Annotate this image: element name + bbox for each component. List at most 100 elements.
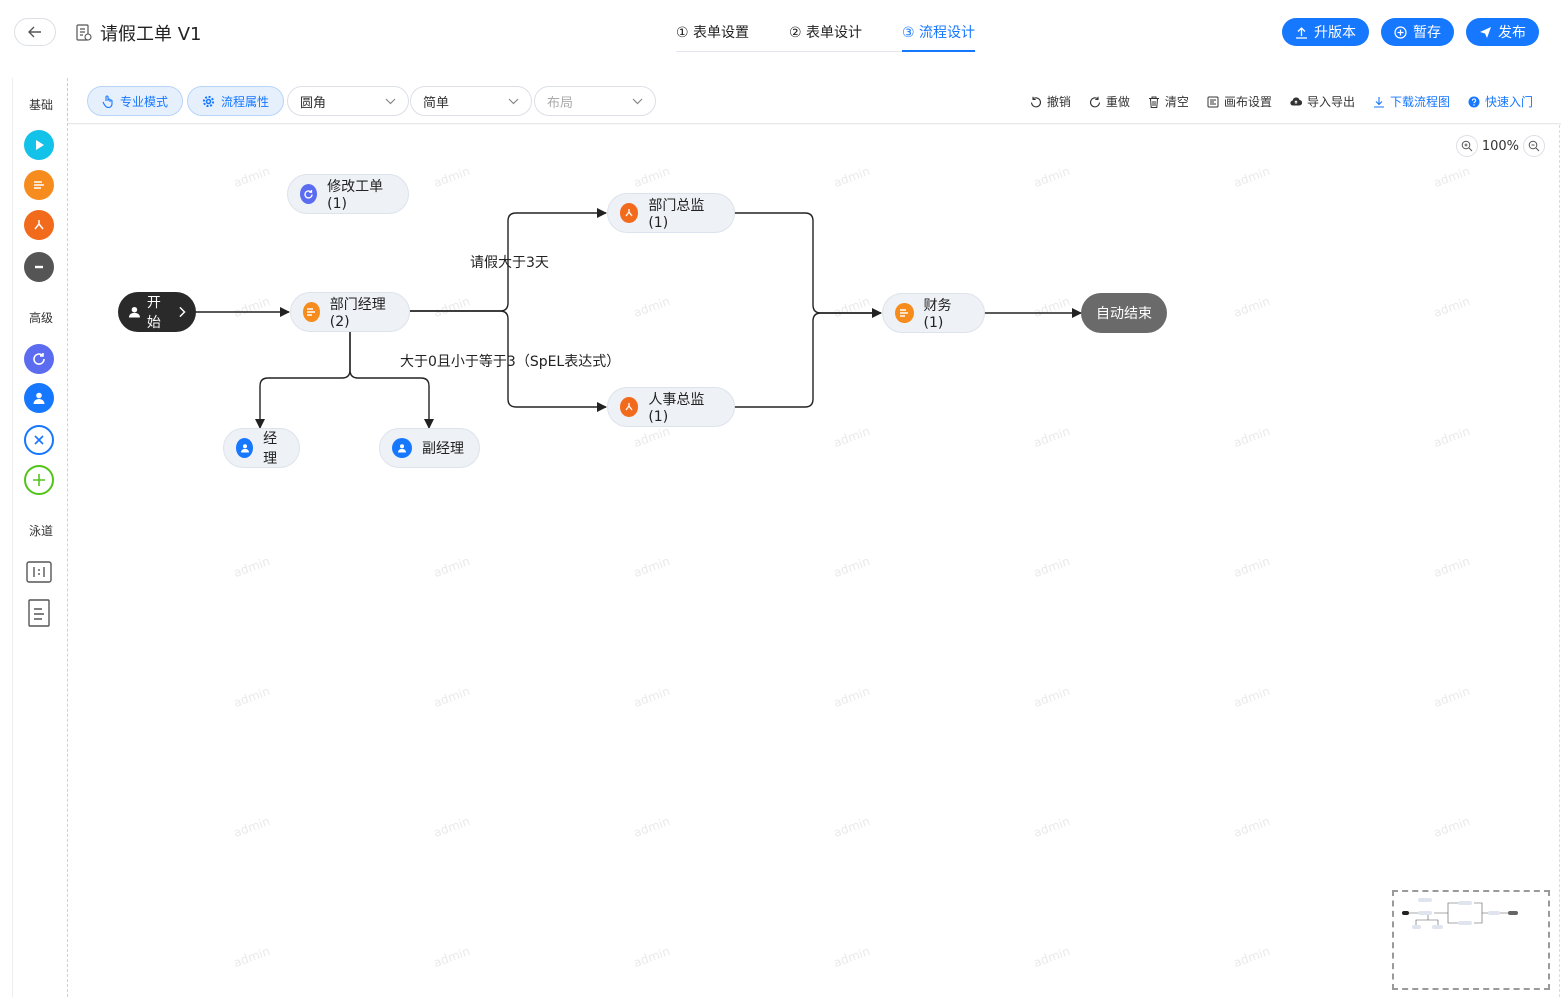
canvas-settings-button[interactable]: 画布设置 xyxy=(1207,93,1272,110)
upgrade-version-button[interactable]: 升版本 xyxy=(1282,18,1369,46)
node-modify-ticket[interactable]: 修改工单 (1) xyxy=(287,174,409,214)
download-icon xyxy=(1373,96,1384,108)
section-basic-label: 基础 xyxy=(28,98,53,112)
edge-manager-to-deputy xyxy=(349,331,434,429)
step-tabs: ① 表单设置 ② 表单设计 ③ 流程设计 xyxy=(676,22,976,52)
top-bar: 请假工单 V1 ① 表单设置 ② 表单设计 ③ 流程设计 升版本 暂存 发布 xyxy=(0,0,1561,72)
zoom-level: 100% xyxy=(1481,138,1519,154)
pro-mode-label: 专业模式 xyxy=(120,94,169,109)
user-icon xyxy=(236,438,254,458)
undo-label: 撤销 xyxy=(1046,95,1071,109)
node-finance[interactable]: 财务 (1) xyxy=(882,293,985,333)
publish-button[interactable]: 发布 xyxy=(1466,18,1539,46)
clear-button[interactable]: 清空 xyxy=(1148,93,1189,110)
arrow-left-icon xyxy=(28,26,41,38)
gear-icon xyxy=(202,95,215,107)
palette-end-node[interactable] xyxy=(24,252,54,282)
fork-icon xyxy=(620,203,639,223)
node-palette: 基础 高级 泳道 xyxy=(12,78,68,997)
edge-director-to-finance xyxy=(734,212,882,318)
user-icon xyxy=(128,306,140,318)
lane-horizontal-icon xyxy=(26,561,52,583)
flow-properties-label: 流程属性 xyxy=(221,94,270,109)
undo-icon xyxy=(1030,96,1041,107)
download-diagram-label: 下载流程图 xyxy=(1389,95,1450,109)
back-button[interactable] xyxy=(14,18,56,46)
edge-hr-to-finance xyxy=(734,312,881,408)
node-dept-director-label: 部门总监 (1) xyxy=(648,198,705,231)
node-start-label: 开始 xyxy=(146,295,161,331)
node-deputy-manager-label: 副经理 xyxy=(422,441,464,457)
undo-button[interactable]: 撤销 xyxy=(1030,93,1071,110)
edge-label-over3[interactable]: 请假大于3天 xyxy=(470,255,549,271)
lane-vertical-icon xyxy=(28,599,50,627)
edge-label-spel[interactable]: 大于0且小于等于3（SpEL表达式） xyxy=(400,354,621,370)
canvas-toolbar: 专业模式 流程属性 圆角 简单 布局 撤销 重做 清空 画布设置 xyxy=(68,78,1561,124)
palette-vertical-lane[interactable] xyxy=(24,598,54,628)
flow-properties-button[interactable]: 流程属性 xyxy=(187,86,285,116)
toolbar-actions: 撤销 重做 清空 画布设置 导入导出 下载流程图 快速入门 xyxy=(1030,93,1533,110)
plus-icon xyxy=(33,474,45,486)
node-dept-manager[interactable]: 部门经理 (2) xyxy=(290,292,410,332)
node-dept-director[interactable]: 部门总监 (1) xyxy=(607,193,735,233)
theme-select[interactable]: 简单 xyxy=(410,86,532,116)
save-draft-button[interactable]: 暂存 xyxy=(1381,18,1454,46)
chevron-down-icon xyxy=(508,98,519,104)
node-manager[interactable]: 经理 xyxy=(223,428,300,468)
hand-pointer-icon xyxy=(102,94,113,108)
palette-branch-node[interactable] xyxy=(24,210,54,240)
minimap[interactable] xyxy=(1392,890,1550,990)
edge-style-select[interactable]: 圆角 xyxy=(287,86,409,116)
clear-label: 清空 xyxy=(1164,95,1189,109)
flow-edges xyxy=(194,208,1082,429)
redo-button[interactable]: 重做 xyxy=(1089,93,1130,110)
palette-horizontal-lane[interactable] xyxy=(24,557,54,587)
title-area: 请假工单 V1 xyxy=(76,20,202,46)
user-icon xyxy=(392,438,412,458)
node-hr-director[interactable]: 人事总监 (1) xyxy=(607,387,735,427)
import-export-button[interactable]: 导入导出 xyxy=(1290,93,1355,110)
node-auto-end[interactable]: 自动结束 xyxy=(1081,293,1167,333)
approval-icon xyxy=(303,302,320,322)
tabs-divider xyxy=(676,51,976,52)
tab-form-design[interactable]: ② 表单设计 xyxy=(789,25,863,41)
cloud-icon xyxy=(1290,97,1302,106)
zoom-in-icon xyxy=(1461,140,1473,152)
palette-approval-node[interactable] xyxy=(24,170,54,200)
layout-select[interactable]: 布局 xyxy=(534,86,656,116)
palette-user-node[interactable] xyxy=(24,383,54,413)
trash-icon xyxy=(1148,96,1159,108)
document-icon xyxy=(76,24,92,41)
approval-icon xyxy=(34,181,44,189)
tab-form-settings[interactable]: ① 表单设置 xyxy=(676,25,750,41)
zoom-out-button[interactable] xyxy=(1523,135,1545,157)
import-export-label: 导入导出 xyxy=(1306,95,1355,109)
minimap-preview xyxy=(1402,898,1518,929)
minus-icon xyxy=(35,265,43,269)
node-modify-ticket-label: 修改工单 (1) xyxy=(327,179,384,212)
palette-parallel-node[interactable] xyxy=(24,465,54,495)
chevron-down-icon xyxy=(385,98,396,104)
zoom-in-button[interactable] xyxy=(1455,135,1478,157)
play-icon xyxy=(36,140,44,150)
publish-label: 发布 xyxy=(1498,25,1526,41)
redo-icon xyxy=(1089,96,1100,107)
palette-cancel-node[interactable] xyxy=(24,425,54,455)
pro-mode-button[interactable]: 专业模式 xyxy=(87,86,184,116)
palette-start-node[interactable] xyxy=(24,130,54,160)
theme-value: 简单 xyxy=(423,95,450,111)
save-draft-label: 暂存 xyxy=(1413,25,1441,41)
palette-loop-node[interactable] xyxy=(24,344,54,374)
upgrade-version-label: 升版本 xyxy=(1314,25,1356,41)
quick-start-button[interactable]: 快速入门 xyxy=(1468,93,1533,110)
upload-icon xyxy=(1296,26,1307,39)
download-diagram-button[interactable]: 下载流程图 xyxy=(1373,93,1450,110)
layout-placeholder: 布局 xyxy=(547,95,574,111)
node-start[interactable]: 开始 xyxy=(118,292,196,332)
tab-flow-design[interactable]: ③ 流程设计 xyxy=(902,22,976,52)
node-deputy-manager[interactable]: 副经理 xyxy=(379,428,480,468)
approval-icon xyxy=(895,303,914,323)
section-advanced-label: 高级 xyxy=(28,311,53,325)
chevron-down-icon xyxy=(632,98,643,104)
